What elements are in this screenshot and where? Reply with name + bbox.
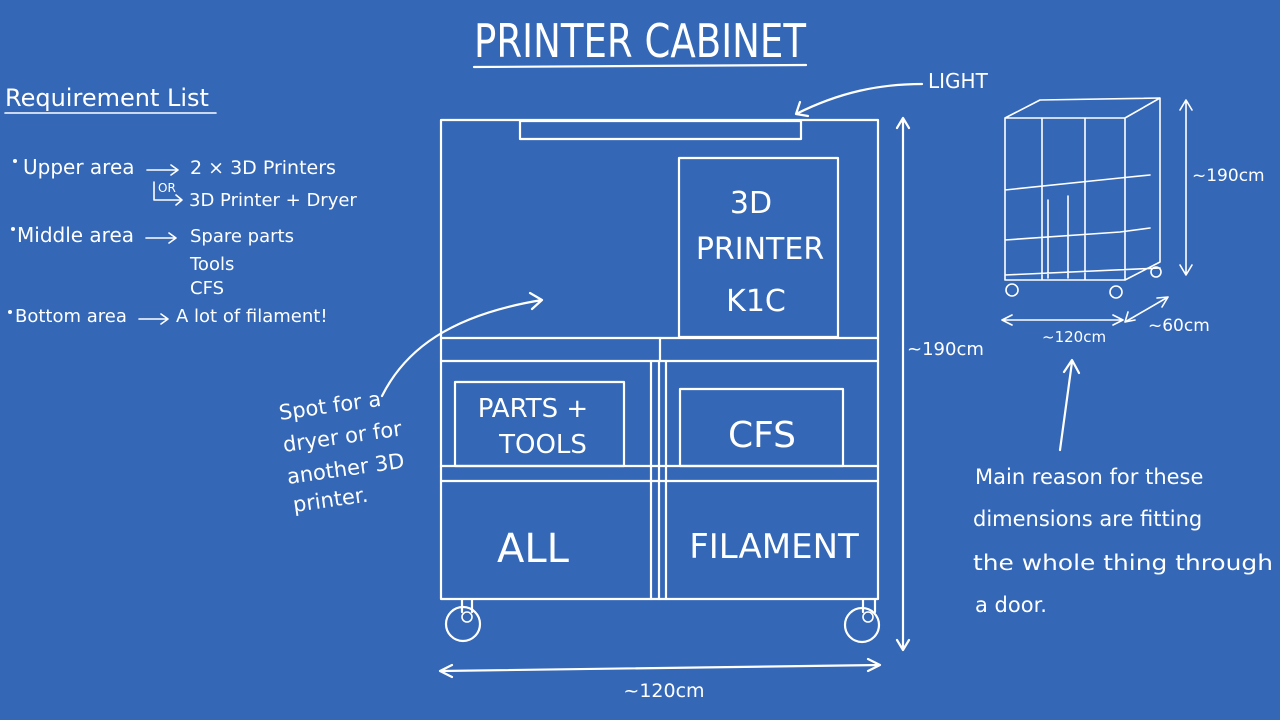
arrow-icon [146,164,179,176]
cabinet-3d-sketch: ~190cm ~120cm ~60cm Main reason for thes… [973,97,1273,617]
light-strip [518,119,803,141]
wheel-icon [1005,283,1019,297]
cfs-label: CFS [728,415,796,456]
cabinet-front-view: LIGHT 3D PRINTER K1C PARTS + TOOLS CFS A… [277,69,988,702]
filament-label: FILAMENT [689,527,859,567]
or-label: OR [158,181,176,195]
sketch-height-arrow-icon [1179,99,1193,276]
arrow-icon [138,313,169,325]
parts-label: PARTS + [478,394,588,424]
all-label: ALL [497,526,570,572]
printer-label: K1C [726,284,786,319]
bullet-icon [11,227,15,231]
reason-text: the whole thing through [973,551,1273,575]
arrow-icon [145,232,177,244]
sketch-width-label: ~120cm [1042,328,1106,346]
middle-item: Spare parts [190,226,294,247]
requirement-list: Requirement List Upper area 2 × 3D Print… [4,84,357,327]
height-arrow-icon [895,116,911,652]
wheel-icon [843,598,881,644]
wheel-icon [1150,266,1162,278]
bottom-item: A lot of filament! [176,306,328,327]
sketch-width-arrow-icon [1001,314,1124,326]
spot-arrow-icon [380,291,544,398]
bottom-area-label: Bottom area [15,306,127,327]
sketch-depth-arrow-icon [1124,296,1169,323]
wheel-icon [444,598,482,643]
sketch-outline [1004,97,1161,281]
upper-option-2: 3D Printer + Dryer [189,190,357,211]
reason-text: Main reason for these [975,465,1203,489]
reason-text: dimensions are fitting [973,507,1202,531]
middle-item: CFS [190,278,224,299]
printer-label: PRINTER [696,232,824,267]
branch-arrow-icon [153,181,183,206]
cabinet-width-label: ~120cm [623,680,704,702]
sketch-height-label: ~190cm [1192,166,1265,186]
spot-note: Spot for a [277,387,382,425]
parts-label: TOOLS [498,430,587,460]
upper-option-1: 2 × 3D Printers [190,157,336,179]
bullet-icon [8,310,12,314]
requirement-heading: Requirement List [5,84,209,112]
reason-text: a door. [975,593,1047,617]
title-underline [472,63,808,69]
width-arrow-icon [438,657,882,679]
cabinet-height-label: ~190cm [907,339,984,360]
light-label: LIGHT [928,69,989,93]
middle-item: Tools [189,254,234,275]
sketch-depth-label: ~60cm [1148,316,1210,336]
wheel-icon [1109,285,1123,299]
spot-note: printer. [291,483,369,517]
parts-box [453,380,626,468]
page-title: PRINTER CABINET [474,14,807,68]
cfs-box [678,387,845,468]
light-arrow-icon [794,82,924,118]
spot-note: another 3D [285,449,406,489]
bullet-icon [13,159,17,163]
middle-area-label: Middle area [17,223,134,247]
reason-arrow-icon [1058,358,1081,452]
upper-area-label: Upper area [23,155,135,179]
printer-label: 3D [730,186,772,221]
